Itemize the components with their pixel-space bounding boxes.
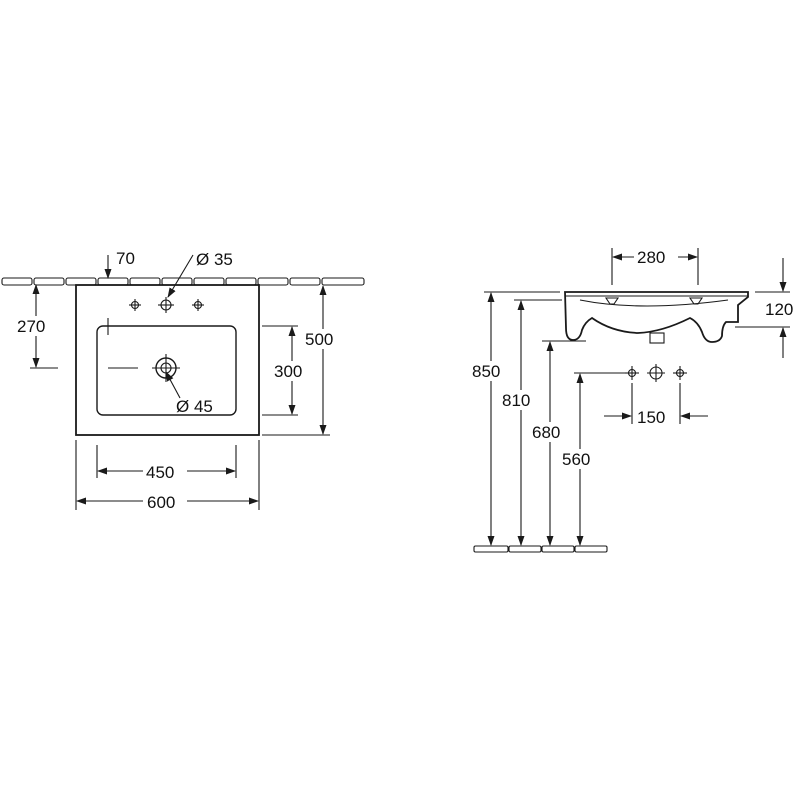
dim-45-label: Ø 45 <box>176 397 213 416</box>
wall-strip <box>1 277 365 286</box>
dim-280-label: 280 <box>637 248 665 267</box>
dim-810-label: 810 <box>502 391 530 410</box>
dim-680-label: 680 <box>532 423 560 442</box>
dim-150-label: 150 <box>637 408 665 427</box>
side-hole-right-icon <box>192 299 204 311</box>
basin-profile <box>564 291 749 343</box>
dim-300-label: 300 <box>274 362 302 381</box>
wall-outlet-left-icon <box>625 366 639 380</box>
dim-560-label: 560 <box>562 450 590 469</box>
dim-270-label: 270 <box>17 317 45 336</box>
dim-450-label: 450 <box>146 463 174 482</box>
dim-120-label: 120 <box>765 300 793 319</box>
wall-outlet-center-icon <box>647 364 665 382</box>
floor-strip <box>473 545 608 553</box>
top-view: 70 Ø 35 Ø 45 270 300 500 450 6 <box>1 249 365 512</box>
side-view: 280 120 850 810 680 5 <box>470 247 800 553</box>
dim-500-label: 500 <box>305 330 333 349</box>
dim-70-label: 70 <box>116 249 135 268</box>
tap-hole-icon <box>158 297 174 313</box>
dim-45-leader <box>165 371 181 399</box>
dim-600-label: 600 <box>147 493 175 512</box>
side-hole-left-icon <box>129 299 141 311</box>
dim-35-leader <box>167 254 194 298</box>
basin-outline <box>75 284 260 436</box>
dim-35-label: Ø 35 <box>196 250 233 269</box>
inner-bowl <box>96 325 237 416</box>
wall-outlet-right-icon <box>673 366 687 380</box>
dim-850-label: 850 <box>472 362 500 381</box>
waste-outlet <box>649 332 665 344</box>
